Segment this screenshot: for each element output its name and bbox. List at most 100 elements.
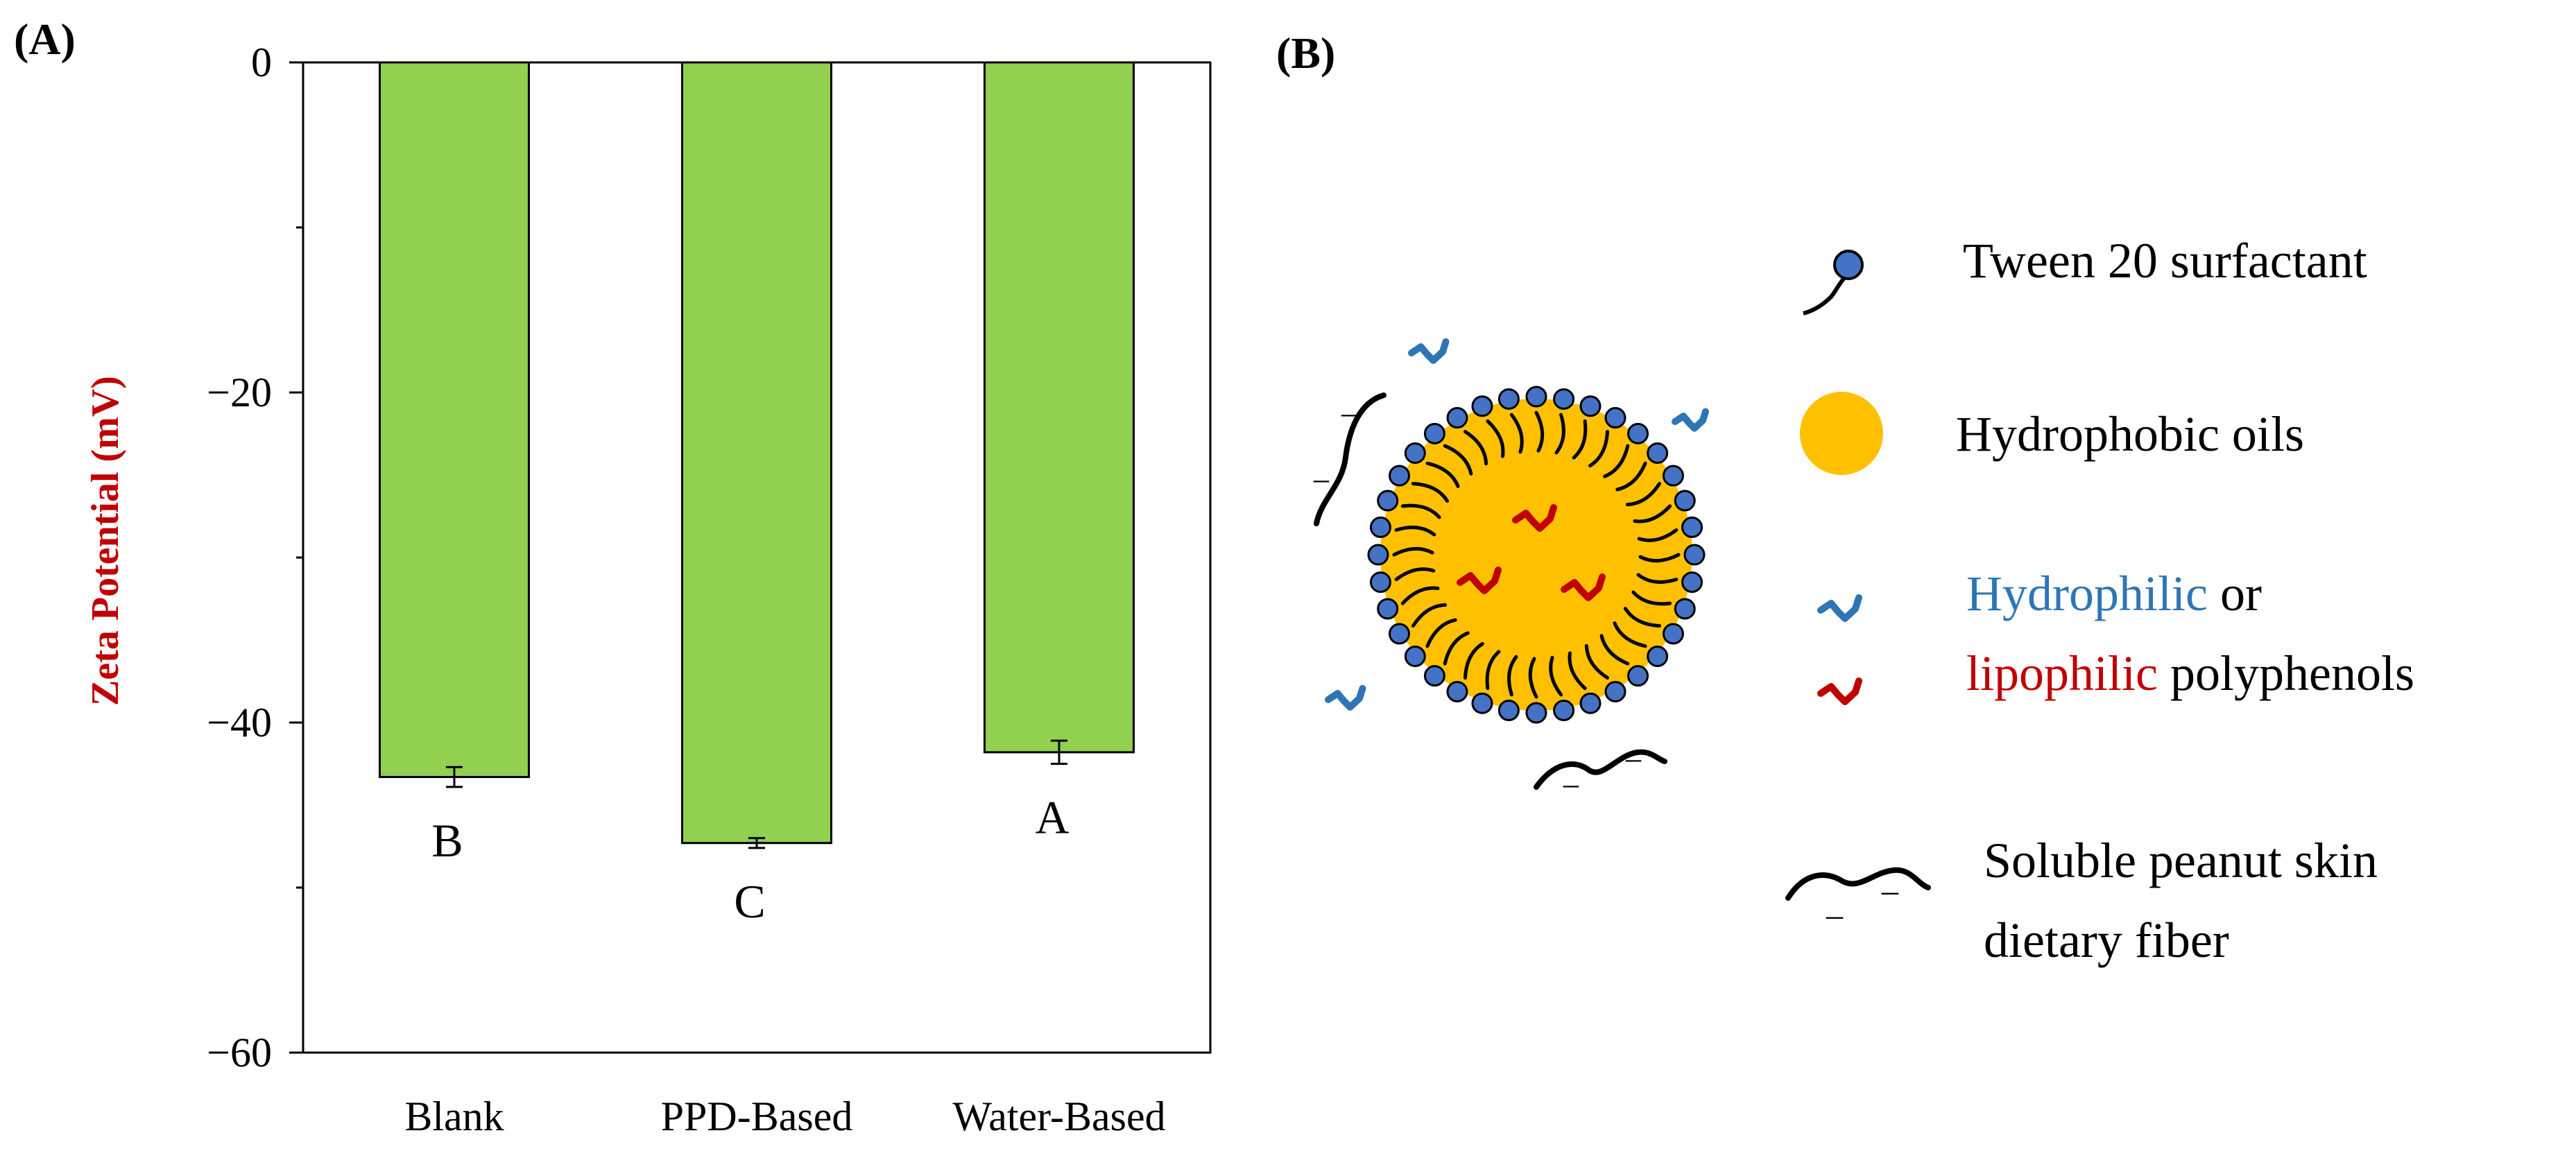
- surfactant-head: [1377, 490, 1399, 512]
- hydrophilic-polyphenol-icon: [1817, 594, 1862, 622]
- surfactant-head: [1627, 422, 1649, 444]
- fiber-icon-charge: –: [1826, 897, 1844, 933]
- x-axis-labels: Blank PPD-Based Water-Based: [404, 1094, 1165, 1139]
- surfactant-head: [1604, 407, 1626, 429]
- legend-polyphenols-word: polyphenols: [2158, 646, 2414, 701]
- surfactant-head: [1389, 465, 1411, 487]
- bars-layer: [379, 61, 1135, 849]
- fiber-charge: –: [1341, 396, 1357, 430]
- surfactant-tail: [1623, 607, 1662, 628]
- hydrophilic-polyphenol: [1672, 408, 1709, 432]
- lipophilic-polyphenol: [1457, 567, 1502, 594]
- encapsulated-lipophilic-polyphenols: [1457, 504, 1606, 601]
- surfactant-head: [1525, 702, 1547, 724]
- x-tick-label: Blank: [404, 1094, 504, 1139]
- lipophilic-polyphenol: [1512, 504, 1557, 532]
- surfactant-head: [1647, 442, 1669, 464]
- surfactant-tail: [1584, 643, 1609, 680]
- legend-lipophilic-word: lipophilic: [1966, 646, 2158, 701]
- significance-letter: B: [431, 814, 463, 867]
- surfactant-tail: [1394, 526, 1436, 537]
- surfactant-head: [1389, 623, 1411, 645]
- surfactant-tail: [1599, 634, 1630, 666]
- surfactant-head: [1674, 490, 1696, 512]
- surfactant-head: [1674, 598, 1696, 620]
- legend-item-oils: Hydrophobic oils: [1800, 392, 2304, 475]
- surfactant-head: [1647, 646, 1669, 668]
- surfactant-tail: [1394, 567, 1436, 582]
- y-axis-label: Zeta Potential (mV): [84, 376, 127, 706]
- legend-oils-label: Hydrophobic oils: [1956, 406, 2304, 462]
- legend-fiber-label-line2: dietary fiber: [1984, 913, 2229, 968]
- surfactant-tail: [1486, 419, 1505, 458]
- bar-blank: [379, 61, 530, 779]
- surfactant-head: [1604, 680, 1626, 702]
- legend-or-word: or: [2208, 566, 2262, 621]
- x-tick-label: Water-Based: [952, 1094, 1165, 1139]
- legend-fiber-label-line1: Soluble peanut skin: [1984, 833, 2378, 888]
- surfactant-tail: [1637, 528, 1678, 542]
- surfactant-head: [1497, 700, 1520, 722]
- y-axis-ticks: 0−20−40−60: [207, 40, 303, 1075]
- surfactant-tail: [1636, 573, 1678, 584]
- surfactant-tail: [1615, 461, 1647, 492]
- panel-b-label: (B): [1276, 28, 1335, 78]
- surfactant-tail: [1463, 641, 1484, 680]
- surfactant-tail: [1554, 413, 1565, 455]
- surfactant-head-icon: [1833, 250, 1864, 280]
- surfactant-head: [1681, 516, 1703, 538]
- surfactant-tail: [1425, 618, 1457, 648]
- surfactant-tail: [1400, 503, 1441, 519]
- x-tick-label: PPD-Based: [661, 1094, 853, 1139]
- fiber-charge: –: [1313, 462, 1330, 496]
- surfactant-tail: [1534, 411, 1545, 453]
- hydrophilic-polyphenol: [1325, 684, 1366, 711]
- bar-water-based: [984, 61, 1135, 754]
- surfactant-head: [1369, 516, 1391, 538]
- free-hydrophilic-polyphenols: [1325, 338, 1709, 711]
- surfactant-tail: [1463, 429, 1488, 466]
- y-tick-label: −60: [207, 1030, 272, 1075]
- surfactant-head: [1367, 544, 1389, 566]
- surfactant-tail: [1625, 482, 1662, 507]
- panel-a-label: (A): [14, 15, 76, 64]
- surfactant-tail: [1638, 553, 1681, 563]
- surfactant-head: [1553, 388, 1575, 410]
- fiber-charge: –: [1563, 767, 1579, 801]
- surfactant-tail: [1443, 444, 1473, 476]
- legend-item-fiber: – – Soluble peanut skin dietary fiber: [1785, 833, 2378, 968]
- surfactant-tail: [1549, 655, 1563, 697]
- surfactant-head: [1662, 465, 1684, 487]
- surfactant-head: [1627, 665, 1649, 687]
- legend-polyphenol-line1: Hydrophilic or: [1966, 566, 2262, 621]
- surfactant-head: [1497, 388, 1520, 410]
- surfactant-tail: [1392, 546, 1434, 557]
- surfactant-tails: [1392, 411, 1681, 699]
- error-bar: [1051, 739, 1067, 765]
- surfactant-head: [1404, 646, 1426, 668]
- surfactant-tail: [1603, 444, 1630, 478]
- surfactant-head: [1525, 386, 1547, 408]
- surfactant-head: [1423, 665, 1445, 687]
- surfactant-head: [1446, 680, 1468, 702]
- surfactant-tail: [1443, 631, 1470, 666]
- surfactant-tail: [1400, 586, 1440, 605]
- error-bar: [748, 837, 765, 849]
- surfactant-head: [1423, 422, 1445, 444]
- y-tick-label: −40: [207, 700, 272, 745]
- surfactant-tail: [1633, 504, 1672, 524]
- emulsion-droplet-diagram: ––––: [1313, 338, 1709, 801]
- surfactant-tail: [1411, 482, 1450, 503]
- error-bar: [446, 766, 463, 788]
- dietary-fiber-chains: ––––: [1313, 392, 1667, 801]
- hydrophilic-polyphenol: [1408, 338, 1450, 364]
- surfactant-head: [1471, 692, 1493, 714]
- oil-droplet-core: [1380, 399, 1692, 711]
- surfactant-head: [1377, 598, 1399, 620]
- surfactant-head: [1681, 571, 1703, 594]
- bar-ppd-based: [681, 61, 832, 845]
- surfactant-head: [1446, 407, 1468, 429]
